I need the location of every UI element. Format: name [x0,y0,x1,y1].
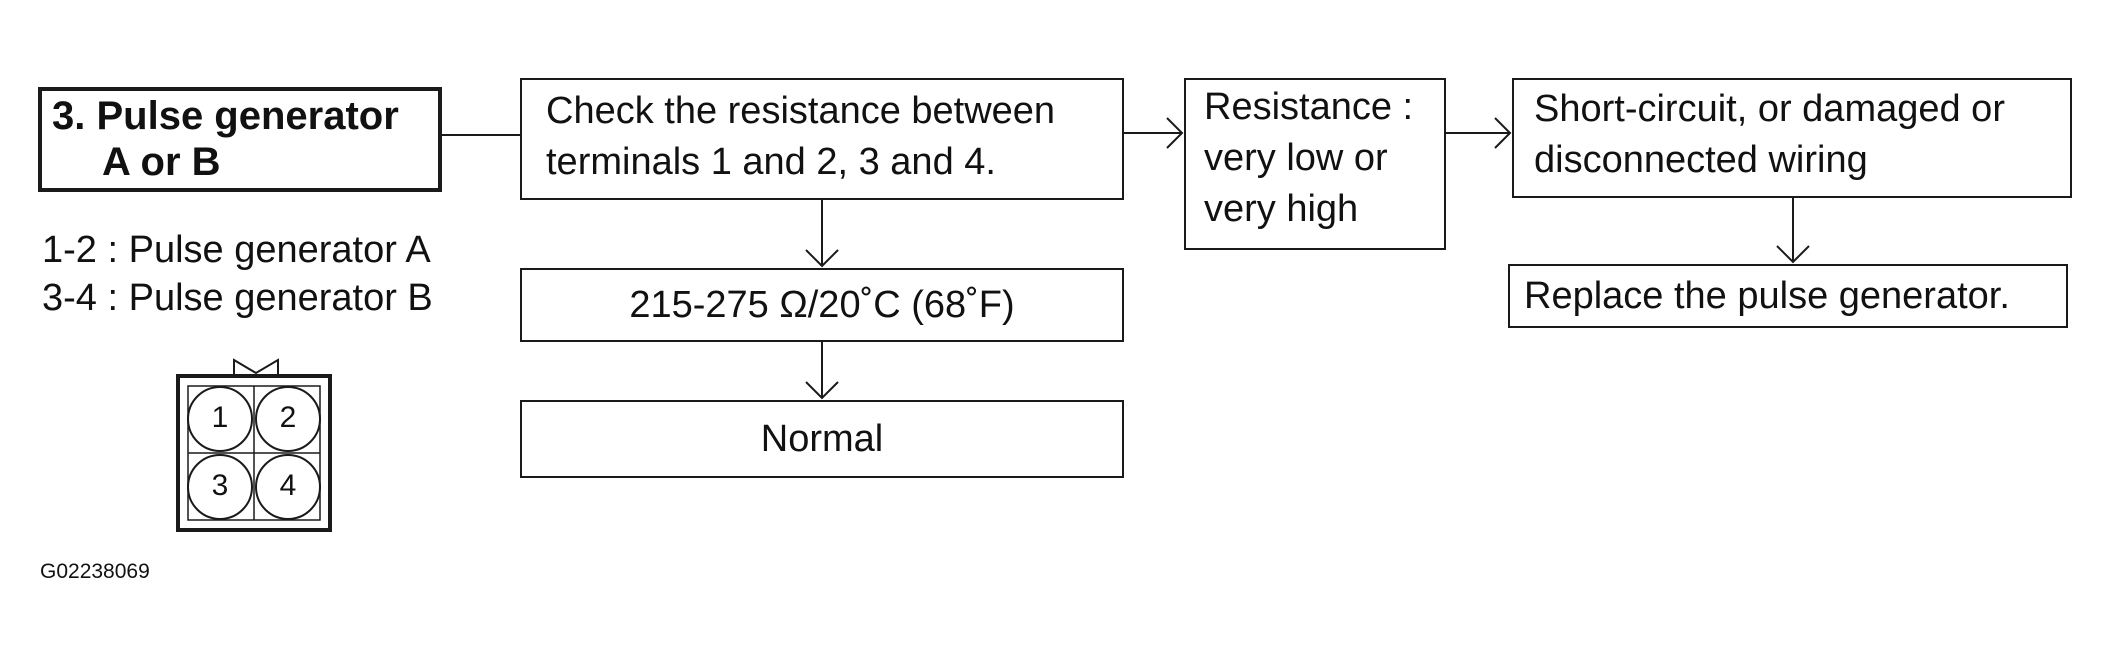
connector-latch-icon [233,358,279,377]
normal-result-box: Normal [520,400,1124,478]
probable-cause-box: Short-circuit, or damaged or disconnecte… [1512,78,2072,198]
pin-1-label: 1 [211,401,229,434]
step-title-line1: 3. Pulse generator [52,94,399,138]
pin-4-circle [255,454,321,520]
terminal-pair-a-label: 1-2 : Pulse generator A [42,229,431,271]
pin-3-label: 3 [211,469,229,502]
probable-cause-text: Short-circuit, or damaged or disconnecte… [1534,88,2005,181]
remedy-box: Replace the pulse generator. [1508,264,2068,328]
step-title-box: 3. Pulse generator A or B [38,87,442,192]
pin-1-circle [187,386,253,452]
pin-2-circle [255,386,321,452]
pin-3-circle [187,454,253,520]
resistance-spec-text: 215-275 Ω/20˚C (68˚F) [629,284,1015,326]
pin-4-label: 4 [279,469,297,502]
check-resistance-box: Check the resistance between terminals 1… [520,78,1124,200]
connector-diagram [176,358,332,532]
abnormal-result-box: Resistance : very low or very high [1184,78,1446,250]
figure-code: G02238069 [40,560,150,583]
normal-result-text: Normal [760,418,884,460]
remedy-text: Replace the pulse generator. [1524,275,2010,317]
resistance-spec-box: 215-275 Ω/20˚C (68˚F) [520,268,1124,342]
abnormal-result-text: Resistance : very low or very high [1204,86,1414,230]
step-title-line2: A or B [102,140,221,184]
check-resistance-text: Check the resistance between terminals 1… [546,90,1056,183]
terminal-pair-b-label: 3-4 : Pulse generator B [42,277,433,319]
pin-2-label: 2 [279,401,297,434]
